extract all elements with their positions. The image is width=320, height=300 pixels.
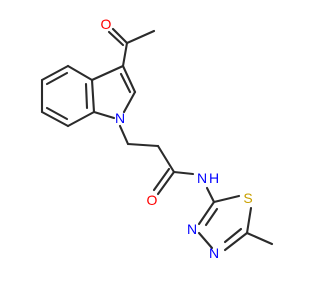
atom-nitrogen-amide: N [197, 170, 207, 186]
bond-nh-c2-thiadiazole [205, 186, 216, 204]
bond-c3a-c3 [90, 64, 125, 82]
atom-nitrogen-thiadiazole-4: N [209, 245, 219, 261]
bond-carbonyl-o-2 [107, 30, 125, 47]
bond-c6-c7-inner [45, 106, 69, 121]
bond-carbonyl-o-1 [111, 27, 129, 45]
bond-c7a-c3a-inner [84, 82, 89, 110]
atom-nitrogen-thiadiazole-3: N [187, 221, 197, 237]
bond-c5-n4 [223, 231, 249, 252]
bond-n4-n3 [197, 231, 214, 250]
bond-c4-c5-inner [45, 71, 69, 86]
bond-c2-s [212, 194, 241, 204]
structure-diagram: O N O N H S N N [40, 16, 274, 261]
bond-n3-c2 [197, 200, 216, 226]
bond-carbonyl-c3 [121, 41, 129, 68]
atom-labels: O N O N H S N N [101, 16, 253, 261]
bond-c6-c7 [40, 110, 70, 128]
bond-s-c5 [245, 206, 253, 235]
bond-c3-c2-inner [119, 72, 132, 94]
bond-amide-co-2 [152, 167, 171, 192]
bond-n1-ch2a [118, 124, 130, 146]
bond-methyl-carbonyl [125, 29, 156, 45]
bonds [40, 27, 274, 252]
bond-ch2b-carbonyl [156, 144, 176, 174]
atom-sulfur: S [243, 190, 252, 206]
bond-c4-c5 [40, 64, 70, 82]
atom-oxygen-acetyl: O [101, 16, 112, 32]
bond-n3-c2-inner [204, 207, 219, 227]
bond-amide-co-1 [156, 170, 176, 196]
bond-c7a-c3a [90, 78, 96, 114]
bond-c7-c7a [66, 110, 96, 128]
bond-c3-c2 [121, 64, 137, 94]
bond-c2-n1 [122, 90, 137, 114]
atom-nitrogen-indole: N [115, 110, 125, 126]
bond-c3a-c4 [66, 64, 94, 82]
bond-c5-methyl [245, 231, 274, 246]
molecule-canvas: O N O N H S N N [40, 16, 274, 261]
bond-ch2a-ch2b [126, 142, 160, 148]
bond-n1-c7a [92, 110, 116, 120]
bond-c5-n4-inner [223, 227, 243, 244]
bond-carbonyl-nh [172, 170, 195, 176]
atom-oxygen-amide: O [147, 192, 158, 208]
atom-hydrogen-amide: H [209, 170, 219, 186]
